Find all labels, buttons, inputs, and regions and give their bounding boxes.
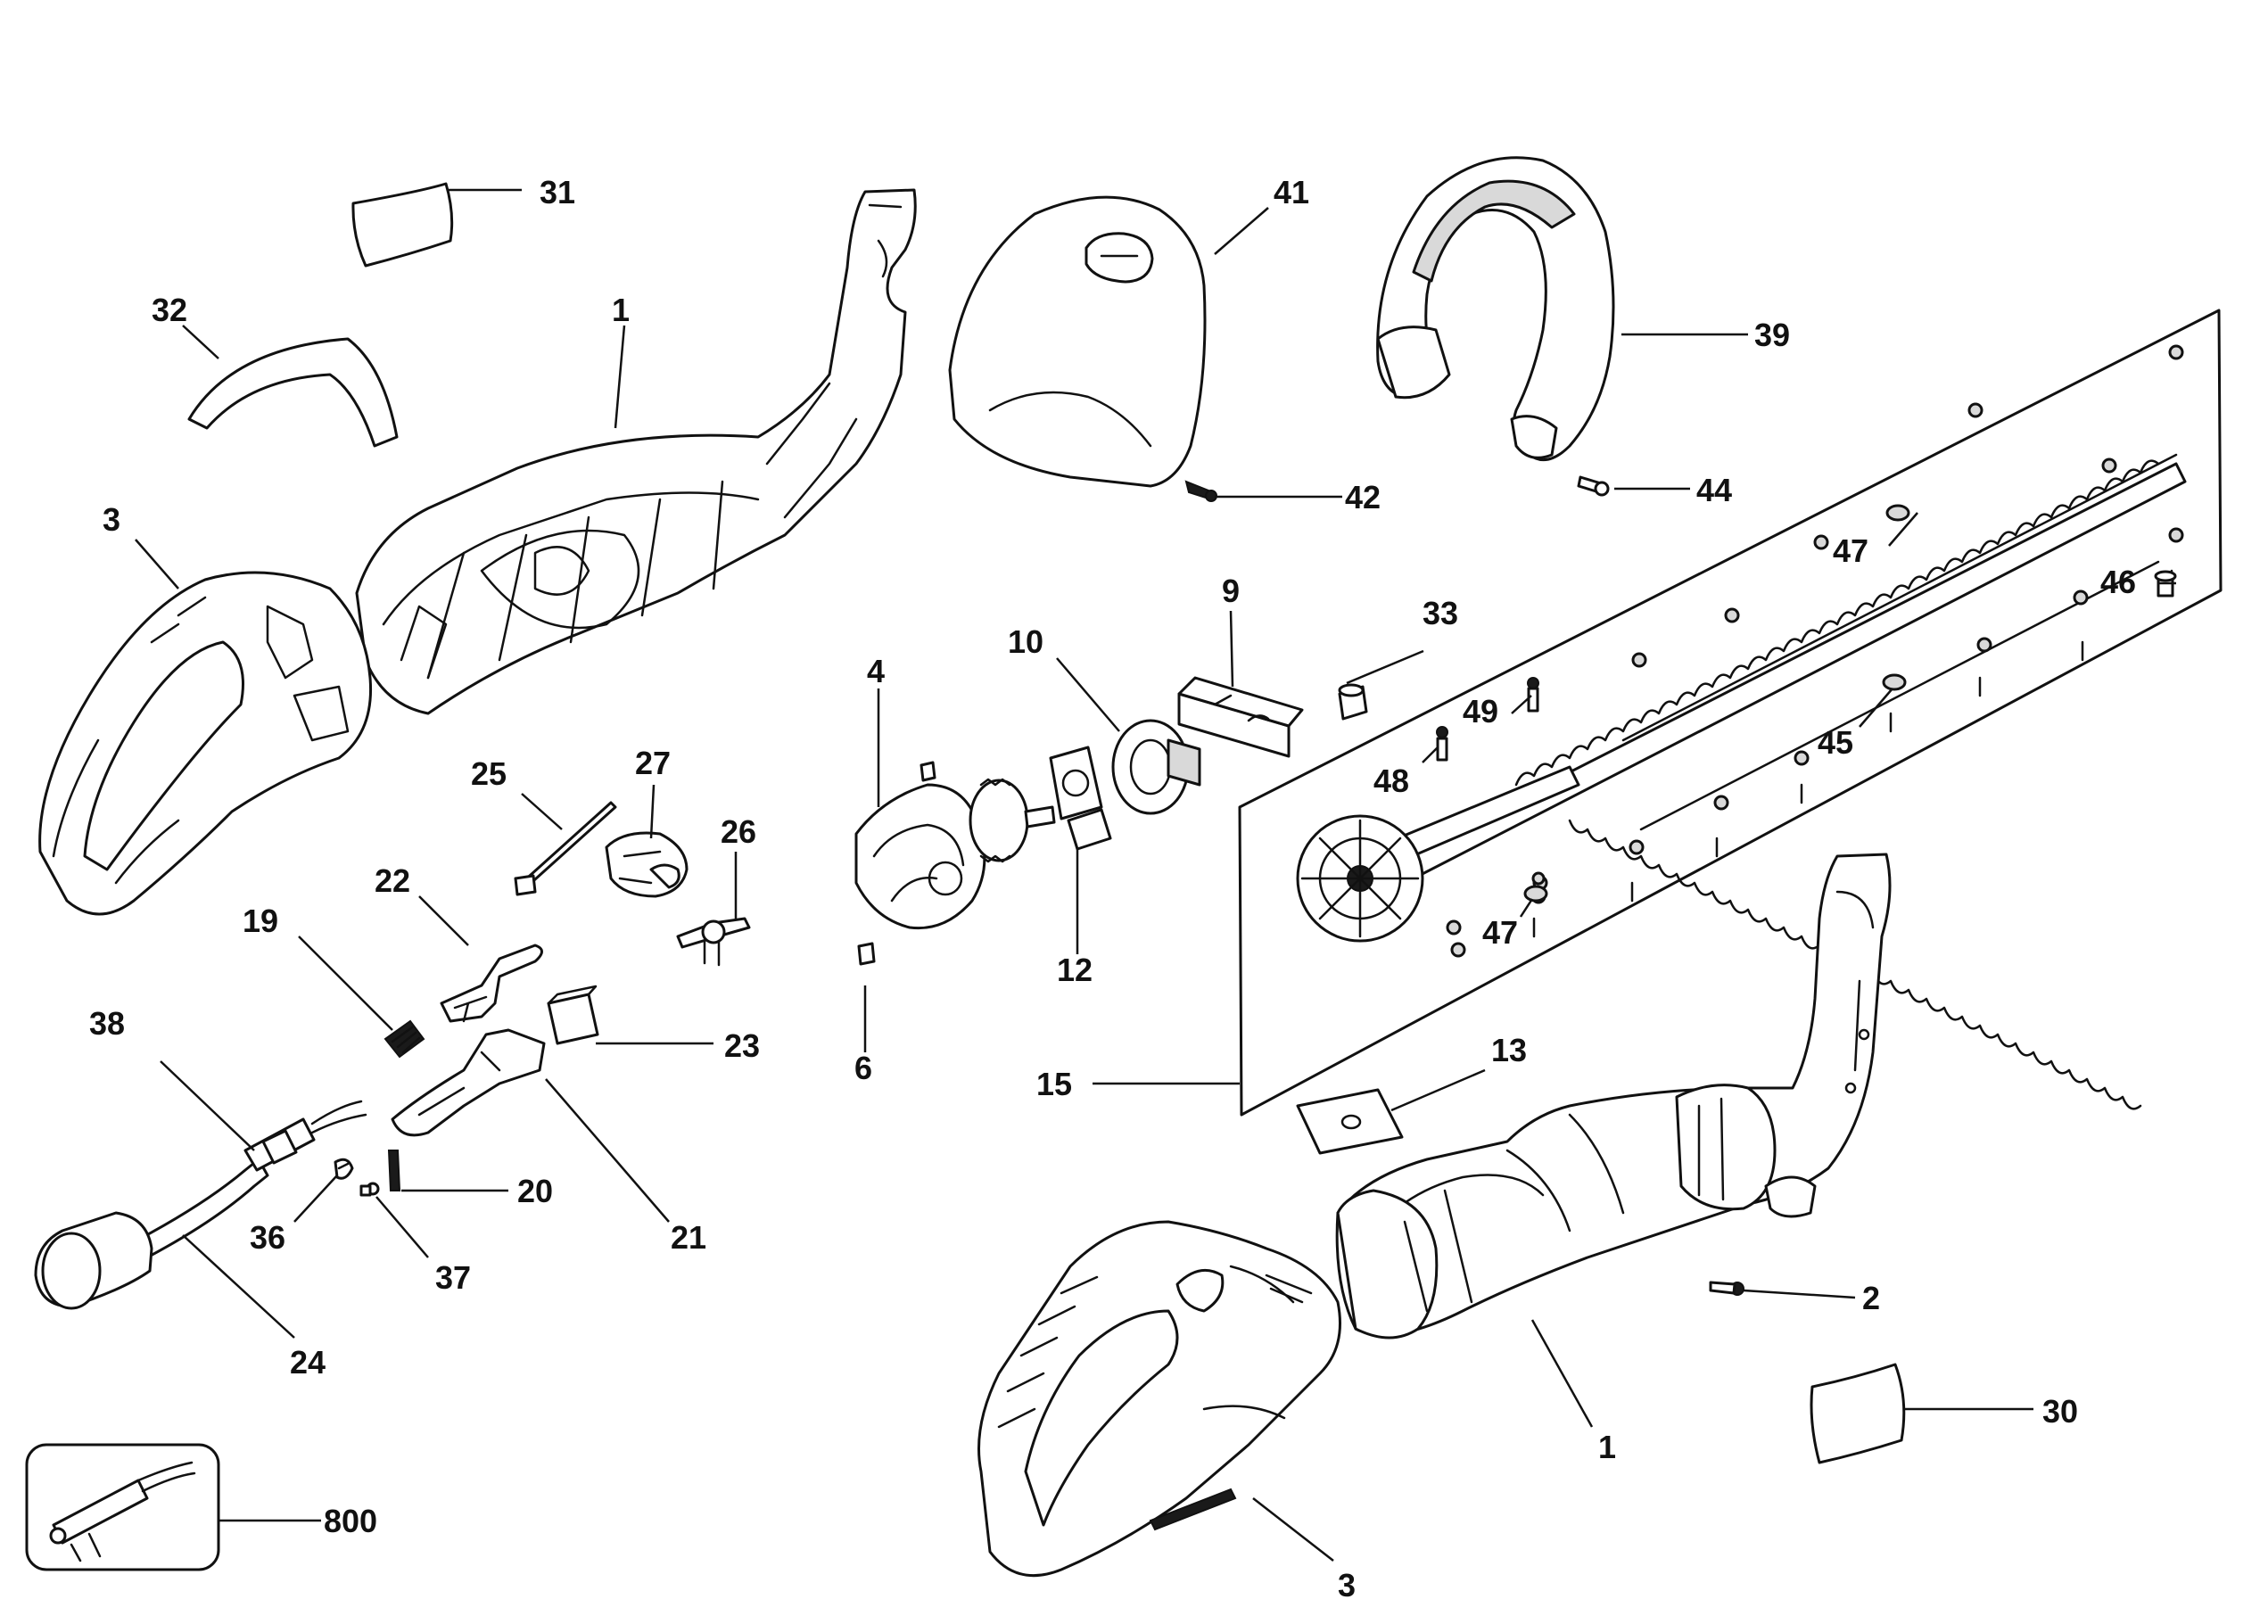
callout-6: 6 bbox=[854, 1050, 872, 1086]
callout-32: 32 bbox=[152, 292, 187, 328]
part-32-curved-label bbox=[187, 337, 399, 448]
callout-23: 23 bbox=[724, 1027, 760, 1064]
callout-22: 22 bbox=[375, 862, 410, 899]
callout-27: 27 bbox=[635, 745, 671, 781]
part-12-end-plate bbox=[1049, 746, 1112, 851]
callout-20: 20 bbox=[517, 1173, 553, 1209]
callout-47-lower: 47 bbox=[1482, 914, 1518, 951]
callout-44: 44 bbox=[1696, 472, 1732, 508]
callout-26: 26 bbox=[721, 813, 756, 850]
part-22-switch-lever bbox=[440, 944, 543, 1023]
part-45-nut bbox=[1882, 673, 1907, 691]
part-47-nut-lower bbox=[1523, 885, 1548, 903]
callout-41: 41 bbox=[1274, 174, 1309, 210]
part-25-pin bbox=[514, 801, 617, 896]
part-1-housing-half-left bbox=[355, 188, 917, 715]
part-42-screw bbox=[1184, 480, 1217, 502]
part-33-bushing bbox=[1338, 683, 1368, 721]
part-47-nut-upper bbox=[1885, 504, 1910, 522]
callout-24: 24 bbox=[290, 1344, 326, 1381]
callout-46: 46 bbox=[2100, 564, 2136, 600]
callout-47-upper: 47 bbox=[1833, 532, 1868, 569]
part-41-cover bbox=[948, 195, 1207, 488]
callout-21: 21 bbox=[671, 1219, 706, 1256]
part-48-bolt bbox=[1436, 726, 1448, 762]
callout-49: 49 bbox=[1463, 693, 1498, 730]
leader-lines bbox=[135, 188, 2176, 1562]
part-38-cord-set bbox=[136, 1100, 367, 1259]
callout-800: 800 bbox=[324, 1503, 377, 1539]
part-10-bearing bbox=[1111, 719, 1201, 815]
part-21-trigger bbox=[391, 1028, 546, 1137]
part-15-blade-assembly bbox=[1238, 309, 2223, 1117]
callout-33: 33 bbox=[1423, 595, 1458, 631]
part-27-switch-component bbox=[605, 831, 689, 898]
callout-42: 42 bbox=[1345, 479, 1381, 515]
part-24-plug bbox=[34, 1211, 153, 1310]
callout-19: 19 bbox=[243, 903, 278, 939]
part-30-label bbox=[1810, 1363, 1906, 1464]
callout-3-upper: 3 bbox=[103, 501, 120, 538]
callout-39: 39 bbox=[1754, 317, 1790, 353]
part-23-switch bbox=[547, 985, 599, 1045]
callout-48: 48 bbox=[1373, 763, 1409, 799]
callout-38: 38 bbox=[89, 1005, 125, 1042]
part-800-inset bbox=[25, 1443, 220, 1571]
callout-12: 12 bbox=[1057, 952, 1093, 988]
callout-31: 31 bbox=[540, 174, 575, 210]
part-3-handle-assembled bbox=[977, 1220, 1341, 1578]
callout-labels: 31 32 1 3 41 42 39 44 47 46 33 9 10 4 49… bbox=[89, 174, 2136, 1603]
callout-4: 4 bbox=[867, 653, 885, 689]
part-31-label bbox=[351, 182, 454, 268]
part-6-brush bbox=[857, 761, 936, 966]
callout-2: 2 bbox=[1862, 1280, 1880, 1316]
callout-15: 15 bbox=[1036, 1066, 1072, 1102]
part-3-handle-half-left bbox=[38, 571, 373, 916]
callout-13: 13 bbox=[1491, 1032, 1527, 1068]
part-36-cord-clamp bbox=[334, 1158, 354, 1180]
callout-25: 25 bbox=[471, 755, 507, 792]
callout-36: 36 bbox=[250, 1219, 285, 1256]
callout-45: 45 bbox=[1818, 724, 1853, 761]
callout-10: 10 bbox=[1008, 623, 1043, 660]
callout-30: 30 bbox=[2042, 1393, 2078, 1430]
part-1-housing-assembled bbox=[1335, 853, 1892, 1340]
part-4-motor bbox=[854, 778, 1056, 930]
callout-9: 9 bbox=[1222, 573, 1240, 609]
part-37-screw bbox=[359, 1182, 380, 1197]
callout-1-lower: 1 bbox=[1598, 1429, 1616, 1465]
part-9-bracket bbox=[1177, 676, 1304, 758]
callout-1-upper: 1 bbox=[612, 292, 630, 328]
part-39-front-handle bbox=[1376, 156, 1615, 462]
part-20-spring bbox=[387, 1150, 401, 1191]
callout-37: 37 bbox=[435, 1259, 471, 1296]
part-2-screw bbox=[1709, 1281, 1744, 1296]
part-49-bolt bbox=[1527, 677, 1539, 713]
part-26-lock-button bbox=[676, 917, 751, 967]
callout-3-lower: 3 bbox=[1338, 1567, 1356, 1603]
part-44-screw bbox=[1577, 475, 1610, 497]
part-19-spring bbox=[383, 1019, 425, 1059]
part-13-plate bbox=[1296, 1088, 1404, 1155]
